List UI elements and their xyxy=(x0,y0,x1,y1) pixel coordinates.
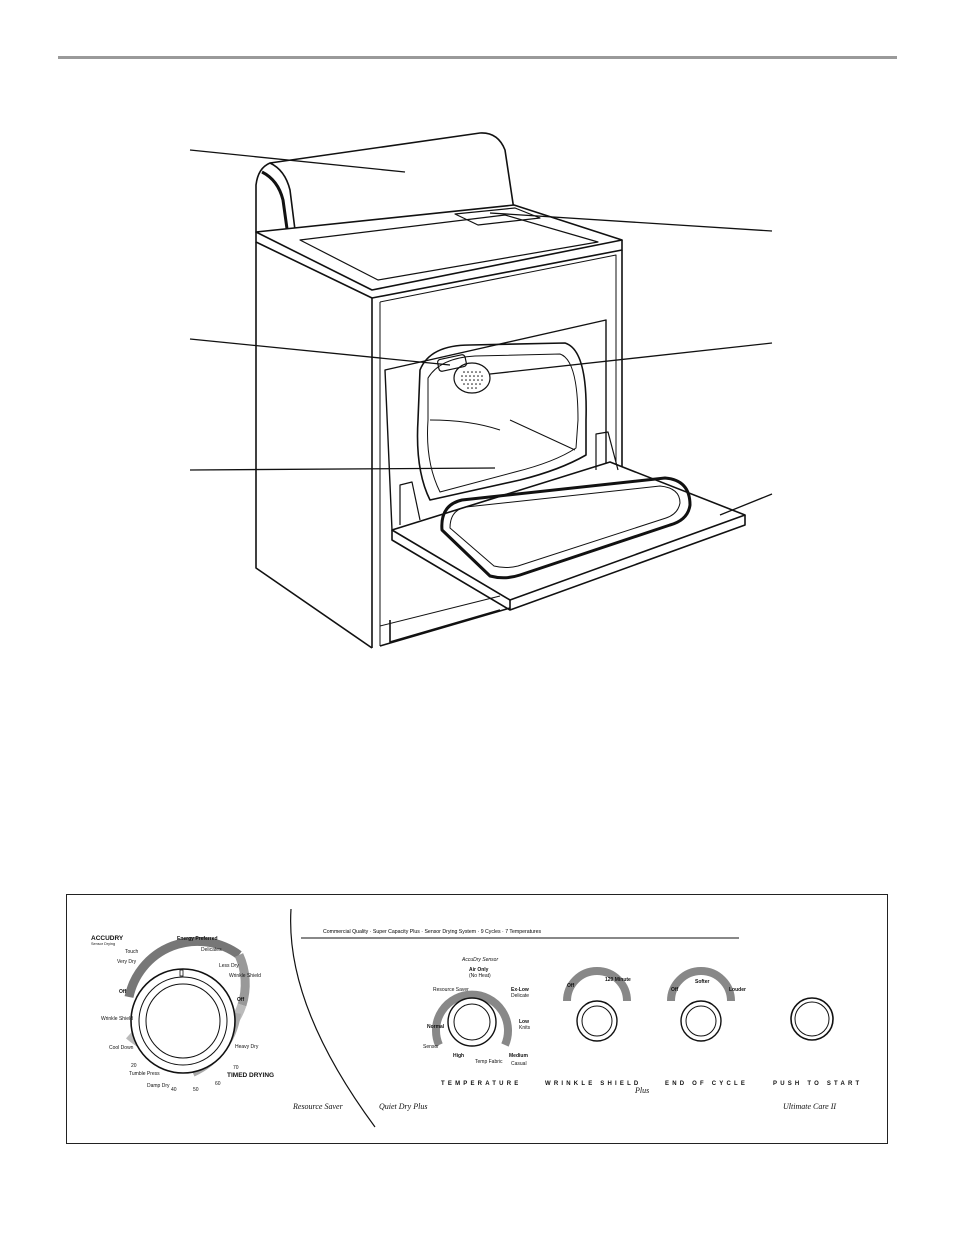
temp-delicate: Delicate xyxy=(511,993,529,999)
cycle-dial[interactable]: ACCUDRY Sensor Drying Energy Preferred D… xyxy=(91,935,274,1093)
eoc-off: Off xyxy=(671,987,679,993)
dial-wrinkle-shield-left: Wrinkle Shield xyxy=(101,1016,133,1022)
ultimate-care-logo: Ultimate Care II xyxy=(783,1102,836,1111)
dial-time-70: 70 xyxy=(233,1065,239,1071)
eoc-louder: Louder xyxy=(729,987,746,993)
dial-cool-down: Cool Down xyxy=(109,1045,134,1051)
wrinkle-shield-dial[interactable]: Off 120 Minute WRINKLE SHIELD Plus xyxy=(545,967,649,1095)
end-of-cycle-dial[interactable]: Off Softer Louder END OF CYCLE xyxy=(665,967,748,1087)
temperature-dial[interactable]: AccuDry Sensor Air Only (No Heat) Ex-Low… xyxy=(423,957,531,1087)
accudry-subtitle: Sensor Drying xyxy=(91,942,115,946)
wrinkle-shield-plus: Plus xyxy=(634,1086,649,1095)
dial-less-dry: Less Dry xyxy=(219,963,239,969)
control-panel-graphic: Commercial Quality · Super Capacity Plus… xyxy=(91,908,862,1128)
top-rule xyxy=(58,56,897,59)
end-of-cycle-label: END OF CYCLE xyxy=(665,1081,748,1087)
moisture-sensor xyxy=(437,354,467,372)
dial-time-40: 40 xyxy=(171,1087,177,1093)
drum-lint-screen xyxy=(453,362,491,394)
temp-knits: Knits xyxy=(519,1025,531,1031)
dial-damp-dry: Damp Dry xyxy=(147,1083,170,1089)
temp-ex-low: Ex-Low xyxy=(511,987,529,993)
dial-off-left: Off xyxy=(119,989,127,995)
wrinkle-minutes: 120 Minute xyxy=(605,977,631,983)
temp-resource-saver: Resource Saver xyxy=(433,987,469,993)
temp-casual: Casual xyxy=(511,1061,527,1067)
dial-time-50: 50 xyxy=(193,1087,199,1093)
wrinkle-shield-label: WRINKLE SHIELD xyxy=(545,1081,641,1087)
resource-saver-logo: Resource Saver xyxy=(292,1102,344,1111)
dial-wrinkle-shield-right: Wrinkle Shield xyxy=(229,973,261,979)
dial-time-60: 60 xyxy=(215,1081,221,1087)
push-to-start-label: PUSH TO START xyxy=(773,1081,862,1087)
quiet-dry-plus-logo: Quiet Dry Plus xyxy=(379,1102,427,1111)
dial-time-20: 20 xyxy=(131,1063,137,1069)
console xyxy=(255,132,515,232)
eoc-softer: Softer xyxy=(695,979,710,985)
dial-energy-preferred: Energy Preferred xyxy=(177,936,218,942)
push-to-start-button[interactable]: PUSH TO START xyxy=(773,997,862,1087)
temp-normal: Normal xyxy=(427,1024,445,1030)
dial-tumble-press: Tumble Press xyxy=(129,1071,160,1077)
dial-off-right: Off xyxy=(237,997,245,1003)
control-panel: Commercial Quality · Super Capacity Plus… xyxy=(66,894,888,1144)
wrinkle-off: Off xyxy=(567,983,575,989)
dial-heavy-dry: Heavy Dry xyxy=(235,1044,259,1050)
temp-high: High xyxy=(453,1053,464,1059)
temp-no-heat: (No Heat) xyxy=(469,973,491,979)
temp-air-only: Air Only xyxy=(469,967,489,973)
dial-very-dry: Very Dry xyxy=(117,959,137,965)
accudry-sensor-title: AccuDry Sensor xyxy=(461,957,498,963)
temp-fabric: Temp Fabric xyxy=(475,1059,503,1065)
temperature-label: TEMPERATURE xyxy=(441,1081,521,1087)
accudry-title: ACCUDRY xyxy=(91,935,124,942)
dial-delicates: Delicates xyxy=(201,947,222,953)
temp-medium: Medium xyxy=(509,1053,528,1059)
lint-screen xyxy=(454,207,541,226)
dial-touch: Touch xyxy=(125,949,139,955)
dryer-illustration xyxy=(189,132,773,649)
temp-sensor: Sensor xyxy=(423,1044,439,1050)
lint-screen-dots xyxy=(461,371,483,389)
timed-drying-label: TIMED DRYING xyxy=(227,1072,274,1079)
temp-low: Low xyxy=(519,1019,529,1025)
tagline: Commercial Quality · Super Capacity Plus… xyxy=(323,929,542,935)
